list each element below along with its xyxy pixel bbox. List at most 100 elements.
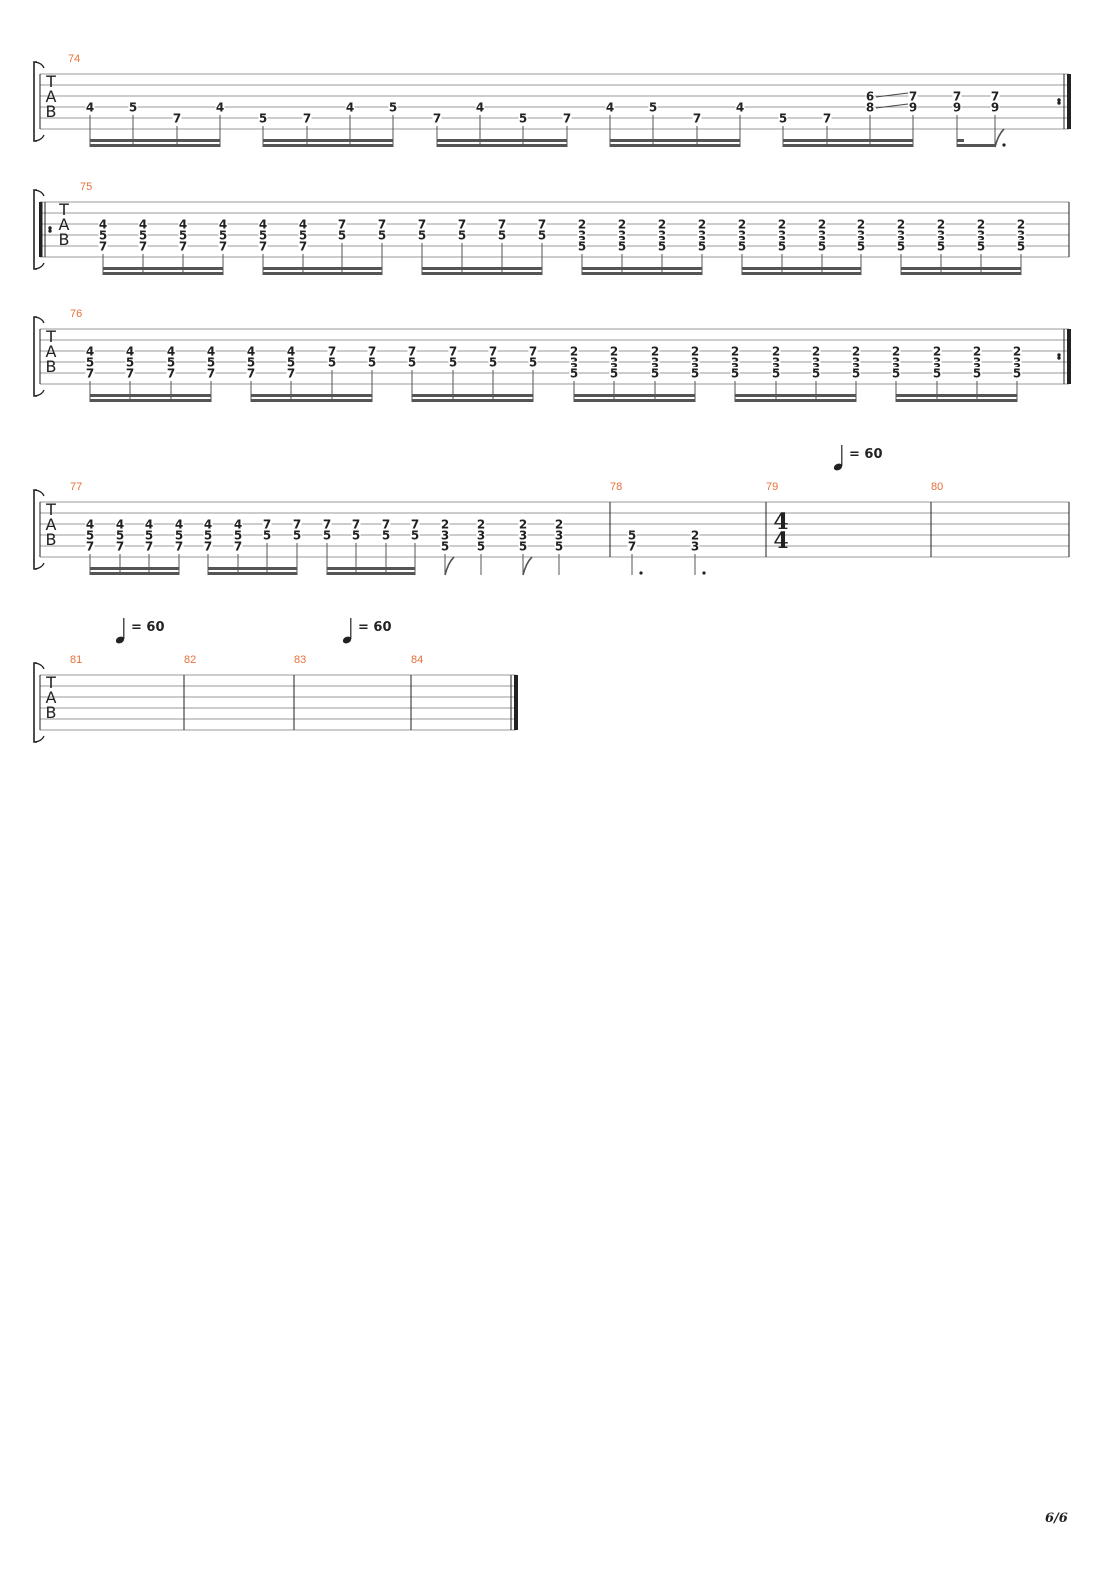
fret-number: 7 xyxy=(498,218,506,232)
fret-knockout xyxy=(932,367,942,378)
fret-knockout xyxy=(322,529,332,540)
fret-knockout xyxy=(85,356,95,367)
beam-secondary xyxy=(90,394,211,397)
beam-primary xyxy=(901,272,1021,275)
beam-secondary xyxy=(896,394,1017,397)
fret-knockout xyxy=(617,218,627,229)
beam-primary xyxy=(263,272,382,275)
fret-number: 7 xyxy=(378,218,386,232)
fret-knockout xyxy=(432,112,442,123)
beam-secondary xyxy=(251,394,372,397)
fret-number: 5 xyxy=(555,540,563,554)
measure-number: 78 xyxy=(610,481,622,493)
repeat-dot xyxy=(48,226,52,230)
fret-number: 7 xyxy=(207,367,215,381)
fret-knockout xyxy=(777,240,787,251)
repeat-dot xyxy=(1057,353,1061,357)
bracket-top-hook xyxy=(34,61,45,69)
fret-number: 2 xyxy=(441,518,449,532)
fret-number: 2 xyxy=(691,529,699,543)
fret-knockout xyxy=(233,540,243,551)
beam-secondary xyxy=(422,267,542,270)
fret-knockout xyxy=(337,218,347,229)
fret-number: 4 xyxy=(86,518,94,532)
fret-knockout xyxy=(457,218,467,229)
fret-number: 7 xyxy=(86,540,94,554)
fret-knockout xyxy=(178,218,188,229)
fret-knockout xyxy=(1016,218,1026,229)
fret-knockout xyxy=(246,345,256,356)
fret-number: 7 xyxy=(116,540,124,554)
fret-knockout xyxy=(690,540,700,551)
duration-dot xyxy=(1002,143,1006,147)
fret-number: 2 xyxy=(897,218,905,232)
fret-number: 4 xyxy=(247,345,255,359)
fret-knockout xyxy=(554,518,564,529)
fret-number: 5 xyxy=(1013,367,1021,381)
fret-knockout xyxy=(777,218,787,229)
beam-primary xyxy=(327,572,415,575)
fret-knockout xyxy=(908,101,918,112)
fret-number: 5 xyxy=(570,367,578,381)
system-bracket xyxy=(33,189,37,270)
fret-knockout xyxy=(262,518,272,529)
fret-number: 5 xyxy=(973,367,981,381)
fret-knockout xyxy=(85,540,95,551)
beam-secondary xyxy=(735,394,856,397)
fret-knockout xyxy=(657,240,667,251)
beam-secondary xyxy=(327,567,415,570)
bracket-bottom-hook xyxy=(34,134,45,142)
fret-knockout xyxy=(144,540,154,551)
beam-primary xyxy=(251,399,372,402)
fret-knockout xyxy=(381,518,391,529)
fret-number: 2 xyxy=(933,345,941,359)
beam-primary xyxy=(742,272,861,275)
fret-number: 4 xyxy=(476,101,484,115)
fret-knockout xyxy=(440,518,450,529)
fret-number: 5 xyxy=(933,367,941,381)
measure-number: 80 xyxy=(931,481,943,493)
fret-knockout xyxy=(891,345,901,356)
tab-clef-letter: T xyxy=(45,500,56,519)
fret-number: 7 xyxy=(408,345,416,359)
fret-number: 4 xyxy=(175,518,183,532)
fret-number: 7 xyxy=(628,540,636,554)
fret-number: 2 xyxy=(570,345,578,359)
fret-knockout xyxy=(351,529,361,540)
fret-knockout xyxy=(692,112,702,123)
fret-number: 4 xyxy=(736,101,744,115)
fret-number: 7 xyxy=(328,345,336,359)
fret-knockout xyxy=(908,90,918,101)
fret-number: 7 xyxy=(234,540,242,554)
fret-knockout xyxy=(554,540,564,551)
fret-knockout xyxy=(476,518,486,529)
beam-primary xyxy=(582,272,702,275)
tab-clef-letter: A xyxy=(46,342,57,361)
fret-knockout xyxy=(98,218,108,229)
beam-secondary xyxy=(90,567,179,570)
fret-knockout xyxy=(174,540,184,551)
fret-knockout xyxy=(233,529,243,540)
fret-number: 5 xyxy=(175,529,183,543)
fret-knockout xyxy=(778,112,788,123)
fret-knockout xyxy=(448,345,458,356)
fret-number: 2 xyxy=(610,345,618,359)
fret-knockout xyxy=(488,345,498,356)
fret-number: 5 xyxy=(352,529,360,543)
fret-knockout xyxy=(497,229,507,240)
fret-number: 4 xyxy=(126,345,134,359)
fret-number: 4 xyxy=(207,345,215,359)
fret-number: 4 xyxy=(167,345,175,359)
fret-number: 7 xyxy=(204,540,212,554)
beam-partial xyxy=(957,139,964,142)
fret-number: 5 xyxy=(628,529,636,543)
fret-number: 4 xyxy=(259,218,267,232)
tab-system: TAB7545745745745745745775757575757523352… xyxy=(33,181,1070,275)
fret-knockout xyxy=(972,367,982,378)
fret-knockout xyxy=(98,240,108,251)
fret-knockout xyxy=(856,218,866,229)
fret-knockout xyxy=(218,218,228,229)
eighth-flag xyxy=(994,128,1005,148)
fret-knockout xyxy=(258,218,268,229)
page-number: 6/6 xyxy=(1045,1511,1068,1526)
